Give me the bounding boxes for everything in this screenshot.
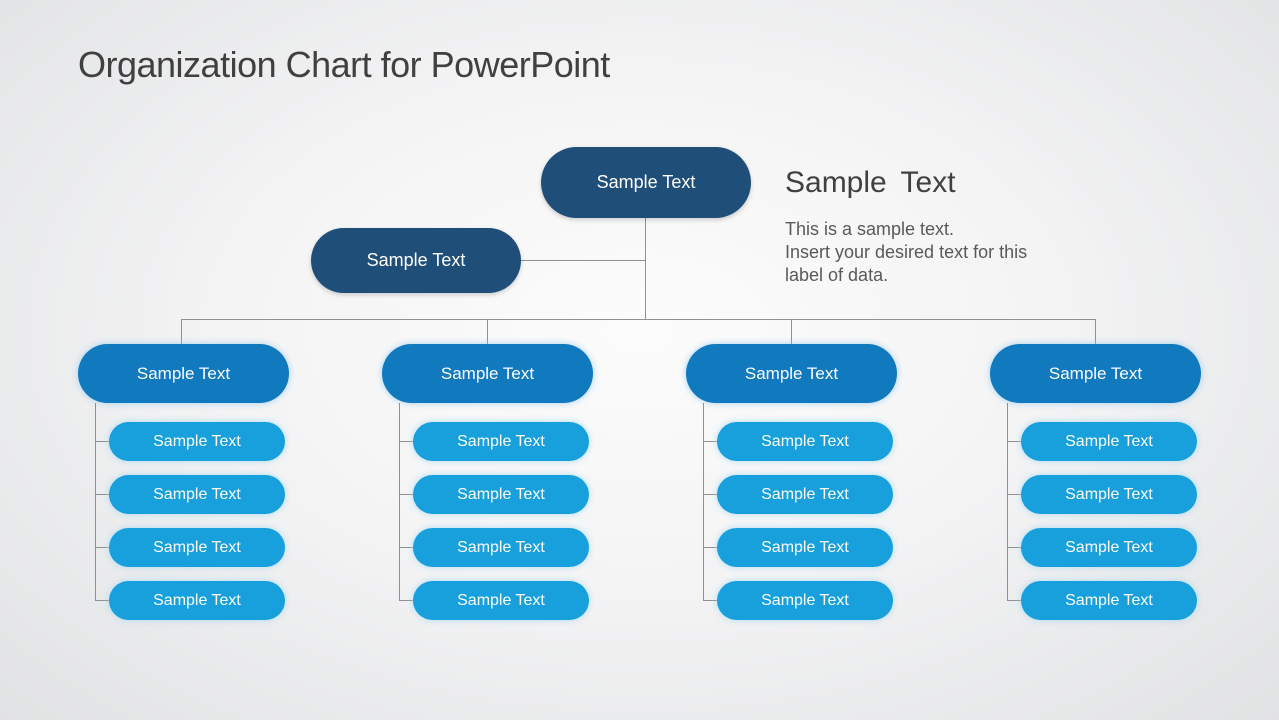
branch-node-label: Sample Text	[1048, 363, 1143, 383]
child-node-label: Sample Text	[457, 538, 545, 556]
connector-child-stub	[400, 547, 413, 548]
connector-child-stub	[1008, 441, 1021, 442]
child-node: Sample Text	[717, 528, 893, 567]
branch-group-2: Sample Text Sample Text Sample Text Samp…	[382, 344, 593, 624]
connector-child-stub	[704, 547, 717, 548]
connector-tick-branch-2	[487, 319, 488, 344]
connector-child-stub	[96, 441, 109, 442]
connector-child-stub	[400, 494, 413, 495]
child-node: Sample Text	[413, 528, 589, 567]
child-node: Sample Text	[717, 581, 893, 620]
branch-node: Sample Text	[686, 344, 897, 403]
connector-child-stub	[400, 600, 413, 601]
child-node: Sample Text	[1021, 475, 1197, 514]
child-node-label: Sample Text	[153, 432, 241, 450]
root-node-label: Sample Text	[596, 172, 696, 192]
callout-body: This is a sample text. Insert your desir…	[785, 218, 1095, 287]
branch-group-1: Sample Text Sample Text Sample Text Samp…	[78, 344, 289, 624]
connector-child-stub	[704, 441, 717, 442]
child-node-label: Sample Text	[153, 591, 241, 609]
child-node: Sample Text	[109, 581, 285, 620]
connector-assistant-horizontal	[521, 260, 645, 261]
branch-group-3: Sample Text Sample Text Sample Text Samp…	[686, 344, 897, 624]
child-node: Sample Text	[413, 422, 589, 461]
connector-root-vertical	[645, 218, 646, 319]
branch-node-label: Sample Text	[744, 363, 839, 383]
connector-children-vertical	[703, 403, 704, 601]
branch-node: Sample Text	[78, 344, 289, 403]
assistant-node: Sample Text	[311, 228, 521, 293]
child-node-label: Sample Text	[761, 591, 849, 609]
connector-child-stub	[96, 600, 109, 601]
child-node-label: Sample Text	[761, 538, 849, 556]
connector-children-vertical	[95, 403, 96, 601]
callout-body-line: label of data.	[785, 265, 889, 285]
child-node: Sample Text	[413, 475, 589, 514]
child-node: Sample Text	[717, 475, 893, 514]
connector-child-stub	[96, 547, 109, 548]
child-node-label: Sample Text	[153, 485, 241, 503]
connector-child-stub	[704, 600, 717, 601]
connector-tick-branch-4	[1095, 319, 1096, 344]
connector-children-vertical	[1007, 403, 1008, 601]
connector-tick-branch-1	[181, 319, 182, 344]
child-node-label: Sample Text	[761, 485, 849, 503]
child-node: Sample Text	[1021, 422, 1197, 461]
child-node-label: Sample Text	[761, 432, 849, 450]
branch-node: Sample Text	[382, 344, 593, 403]
root-node: Sample Text	[541, 147, 751, 218]
connector-child-stub	[1008, 494, 1021, 495]
callout-heading: Sample Text	[785, 166, 956, 199]
child-node: Sample Text	[1021, 581, 1197, 620]
branch-node-label: Sample Text	[136, 363, 231, 383]
child-node: Sample Text	[1021, 528, 1197, 567]
child-node-label: Sample Text	[457, 485, 545, 503]
child-node-label: Sample Text	[1065, 432, 1153, 450]
branch-node: Sample Text	[990, 344, 1201, 403]
child-node: Sample Text	[717, 422, 893, 461]
connector-child-stub	[1008, 600, 1021, 601]
connector-tick-branch-3	[791, 319, 792, 344]
child-node: Sample Text	[109, 422, 285, 461]
callout-body-line: This is a sample text.	[785, 219, 955, 239]
child-node: Sample Text	[109, 475, 285, 514]
connector-child-stub	[1008, 547, 1021, 548]
callout: Sample Text This is a sample text. Inser…	[785, 166, 1095, 287]
assistant-node-label: Sample Text	[366, 250, 466, 270]
child-node-label: Sample Text	[1065, 591, 1153, 609]
connector-child-stub	[400, 441, 413, 442]
child-node-label: Sample Text	[457, 591, 545, 609]
child-node-label: Sample Text	[1065, 538, 1153, 556]
slide-title: Organization Chart for PowerPoint	[78, 44, 610, 85]
connector-child-stub	[704, 494, 717, 495]
child-node-label: Sample Text	[457, 432, 545, 450]
connector-children-vertical	[399, 403, 400, 601]
child-node-label: Sample Text	[153, 538, 241, 556]
child-node: Sample Text	[413, 581, 589, 620]
callout-body-line: Insert your desired text for this	[785, 242, 1028, 262]
connector-rail	[181, 319, 1096, 320]
child-node: Sample Text	[109, 528, 285, 567]
child-node-label: Sample Text	[1065, 485, 1153, 503]
branch-node-label: Sample Text	[440, 363, 535, 383]
branch-group-4: Sample Text Sample Text Sample Text Samp…	[990, 344, 1201, 624]
connector-child-stub	[96, 494, 109, 495]
